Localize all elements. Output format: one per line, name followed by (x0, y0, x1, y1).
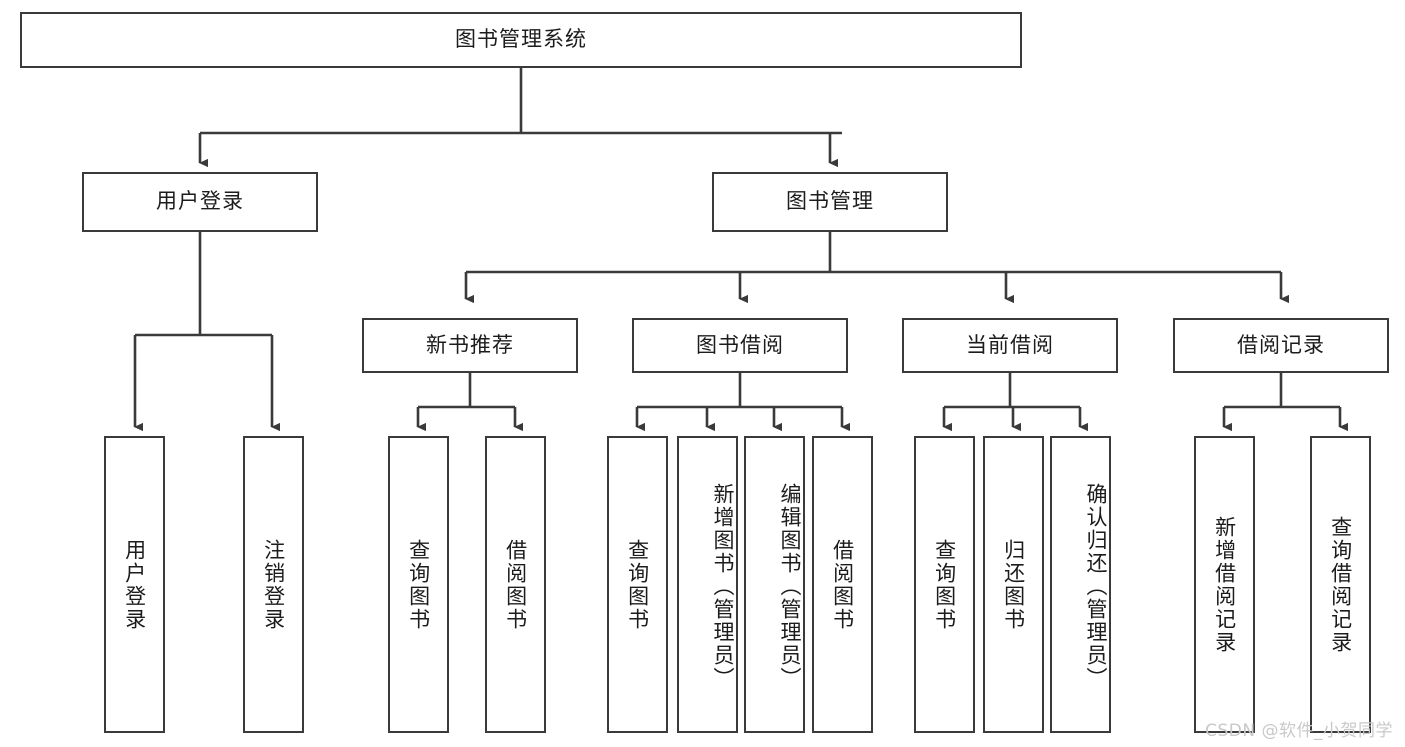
node-leaf-confirm-return[interactable]: 确认归还（管理员） (1050, 436, 1111, 733)
node-leaf-query-book-3-label: 查询图书 (932, 538, 957, 631)
node-leaf-edit-book[interactable]: 编辑图书（管理员） (744, 436, 805, 733)
node-root-label: 图书管理系统 (455, 27, 587, 52)
node-leaf-logout-label: 注销登录 (261, 538, 286, 631)
node-leaf-return-book-label: 归还图书 (1001, 538, 1026, 631)
node-leaf-user-login[interactable]: 用户登录 (104, 436, 165, 733)
node-leaf-edit-book-label: 编辑图书（管理员） (778, 483, 802, 690)
node-new-book-recommend-label: 新书推荐 (426, 332, 514, 357)
node-current-borrow[interactable]: 当前借阅 (902, 318, 1118, 373)
node-leaf-query-book-3[interactable]: 查询图书 (914, 436, 975, 733)
csdn-watermark: CSDN @软件_小贺同学 (1205, 721, 1393, 741)
node-leaf-borrow-book-2-label: 借阅图书 (830, 538, 855, 631)
node-leaf-query-book-2-label: 查询图书 (625, 538, 650, 631)
node-book-borrow-label: 图书借阅 (696, 332, 784, 357)
node-borrow-record-label: 借阅记录 (1237, 332, 1325, 357)
node-leaf-query-record[interactable]: 查询借阅记录 (1310, 436, 1371, 733)
node-root[interactable]: 图书管理系统 (20, 12, 1022, 68)
node-borrow-record[interactable]: 借阅记录 (1173, 318, 1389, 373)
node-leaf-query-record-label: 查询借阅记录 (1328, 515, 1353, 654)
node-leaf-return-book[interactable]: 归还图书 (983, 436, 1044, 733)
node-leaf-add-record-label: 新增借阅记录 (1212, 515, 1237, 654)
node-leaf-logout[interactable]: 注销登录 (243, 436, 304, 733)
node-leaf-borrow-book-1-label: 借阅图书 (503, 538, 528, 631)
node-current-borrow-label: 当前借阅 (966, 332, 1054, 357)
node-leaf-query-book-1-label: 查询图书 (406, 538, 431, 631)
node-leaf-confirm-return-label: 确认归还（管理员） (1084, 483, 1108, 690)
node-leaf-borrow-book-1[interactable]: 借阅图书 (485, 436, 546, 733)
node-leaf-add-record[interactable]: 新增借阅记录 (1194, 436, 1255, 733)
node-user-login-label: 用户登录 (156, 189, 244, 214)
node-book-manage[interactable]: 图书管理 (712, 172, 948, 232)
node-leaf-add-book-label: 新增图书（管理员） (711, 483, 735, 690)
node-book-manage-label: 图书管理 (786, 189, 874, 214)
node-leaf-user-login-label: 用户登录 (122, 538, 147, 631)
node-book-borrow[interactable]: 图书借阅 (632, 318, 848, 373)
node-leaf-query-book-1[interactable]: 查询图书 (388, 436, 449, 733)
node-new-book-recommend[interactable]: 新书推荐 (362, 318, 578, 373)
node-user-login[interactable]: 用户登录 (82, 172, 318, 232)
node-leaf-add-book[interactable]: 新增图书（管理员） (677, 436, 738, 733)
node-leaf-query-book-2[interactable]: 查询图书 (607, 436, 668, 733)
node-leaf-borrow-book-2[interactable]: 借阅图书 (812, 436, 873, 733)
